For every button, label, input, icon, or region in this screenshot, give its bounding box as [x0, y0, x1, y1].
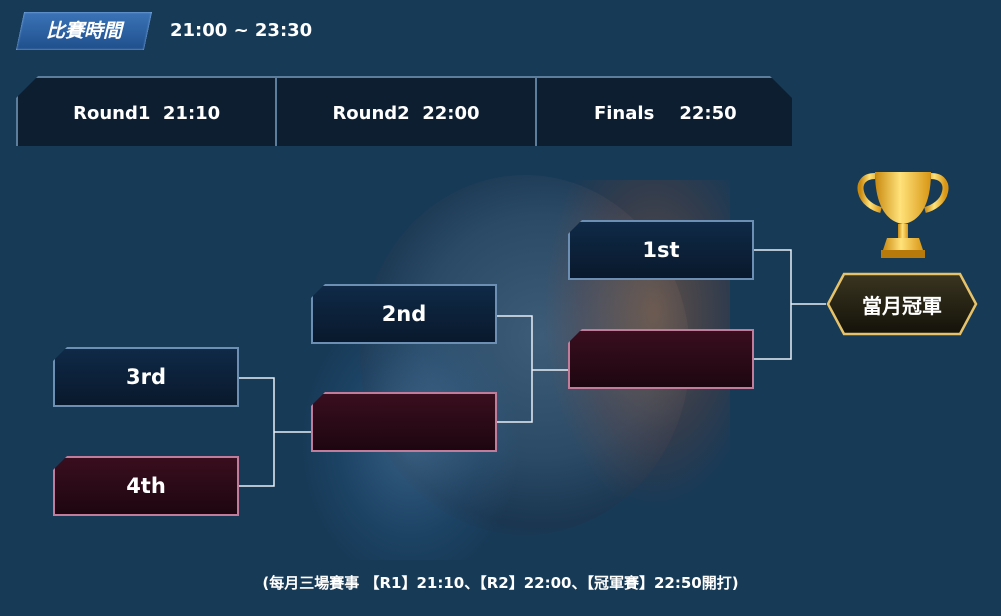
slot-label: 4th — [126, 474, 166, 498]
bracket-slot-4th: 4th — [53, 456, 239, 516]
round2-cell: Round2 22:00 — [277, 78, 537, 146]
round1-cell: Round1 21:10 — [18, 78, 278, 146]
bracket-slot-finals-winner — [568, 329, 754, 389]
schedule-footnote: (每月三場賽事 【R1】21:10、【R2】22:00、【冠軍賽】22:50開打… — [262, 574, 739, 592]
champion-badge: 當月冠軍 — [826, 272, 978, 336]
bracket-slot-1st: 1st — [568, 220, 754, 280]
round-schedule-bar: Round1 21:10 Round2 22:00 Finals 22:50 — [16, 76, 792, 146]
bracket-slot-round2-winner — [311, 392, 497, 452]
trophy-icon — [857, 172, 949, 258]
slot-label: 3rd — [125, 365, 166, 389]
slot-label: 1st — [642, 238, 680, 262]
slot-label: 2nd — [381, 302, 427, 326]
champion-label: 當月冠軍 — [862, 293, 942, 318]
bracket-slot-3rd: 3rd — [53, 347, 239, 407]
bracket-slot-2nd: 2nd — [311, 284, 497, 344]
finals-cell: Finals 22:50 — [593, 102, 737, 124]
match-time-range: 21:00 ~ 23:30 — [170, 20, 313, 41]
